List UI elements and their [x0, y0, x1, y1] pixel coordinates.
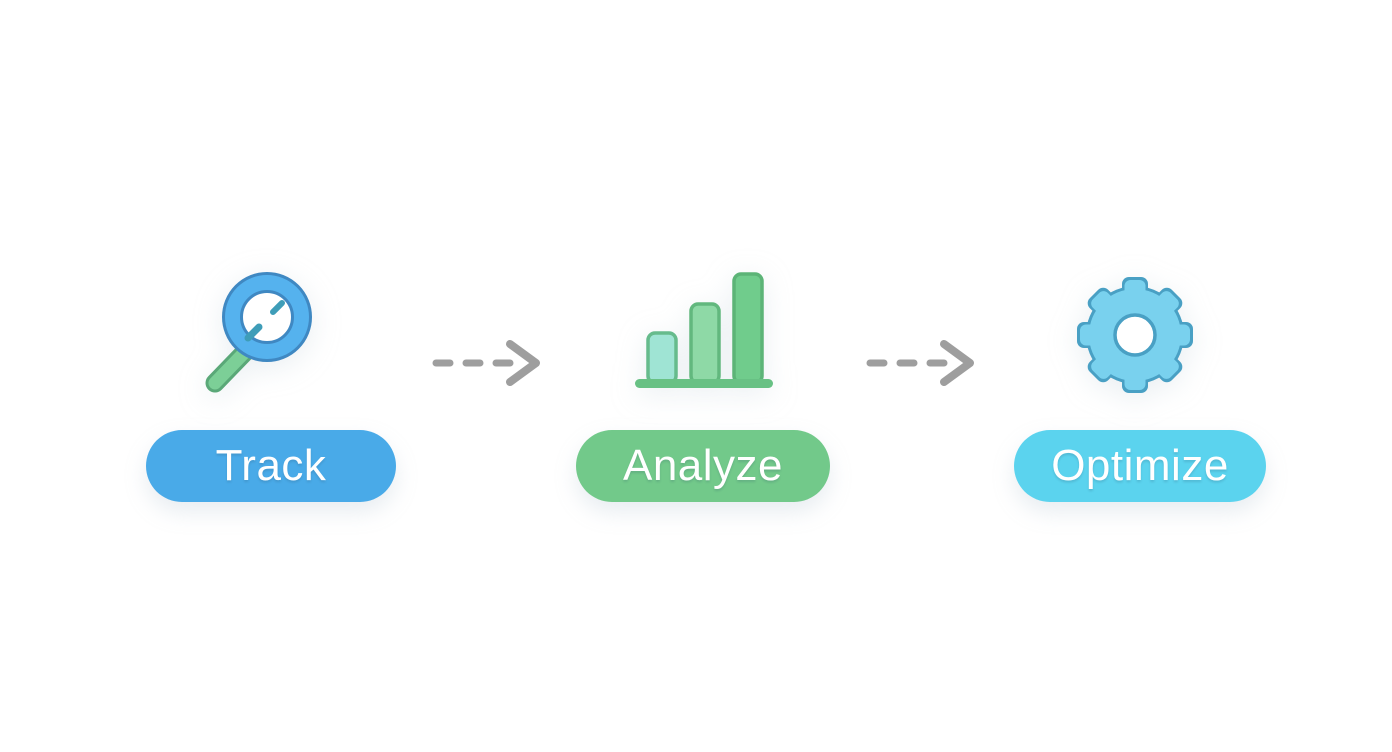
magnifier-tick-lower — [244, 323, 263, 342]
gear-icon — [1077, 277, 1193, 393]
dashed-arrow-icon — [432, 340, 540, 386]
analyze-button[interactable]: Analyze — [576, 430, 830, 502]
dashed-arrow-icon — [866, 340, 974, 386]
magnifier-icon — [205, 272, 312, 393]
bar-medium — [689, 302, 721, 385]
magnifier-ring — [225, 275, 309, 359]
magnifier-tick-upper — [270, 300, 285, 315]
gear-hub — [1113, 313, 1157, 357]
arrow-head — [506, 340, 540, 386]
track-button[interactable]: Track — [146, 430, 396, 502]
optimize-button[interactable]: Optimize — [1014, 430, 1266, 502]
bar-baseline — [635, 379, 773, 388]
magnifier-handle — [208, 346, 251, 390]
arrow-head — [940, 340, 974, 386]
bar-chart-icon — [635, 272, 773, 388]
bar-short — [646, 331, 678, 385]
bar-tall — [732, 272, 764, 385]
